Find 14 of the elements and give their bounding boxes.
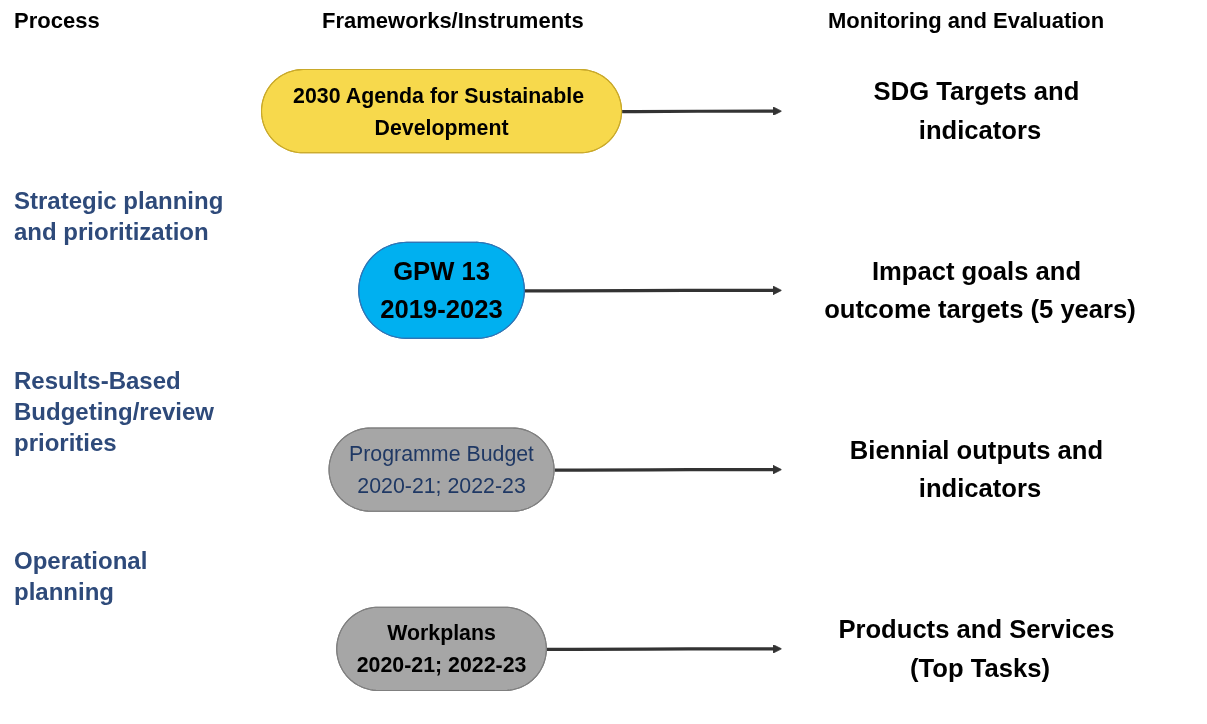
node-text: SDG Targets and indicators xyxy=(873,77,1080,145)
arrow xyxy=(622,106,782,116)
column-heading: Monitoring and Evaluation xyxy=(828,8,1105,34)
column-heading: Frameworks/Instruments xyxy=(322,8,584,34)
process-label: Strategic planning and prioritization xyxy=(14,186,224,248)
process-label: Results-Based Budgeting/review priorities xyxy=(14,366,216,459)
arrow xyxy=(524,285,782,296)
process-label: Operational planning xyxy=(14,546,149,608)
node-text: Biennial outputs and indicators xyxy=(849,435,1104,503)
arrow xyxy=(554,464,782,475)
column-heading: Process xyxy=(14,8,100,34)
arrow xyxy=(546,644,782,654)
node-text: Impact goals and outcome targets (5 years) xyxy=(824,256,1136,324)
node-text: Products and Services (Top Tasks) xyxy=(838,614,1115,682)
